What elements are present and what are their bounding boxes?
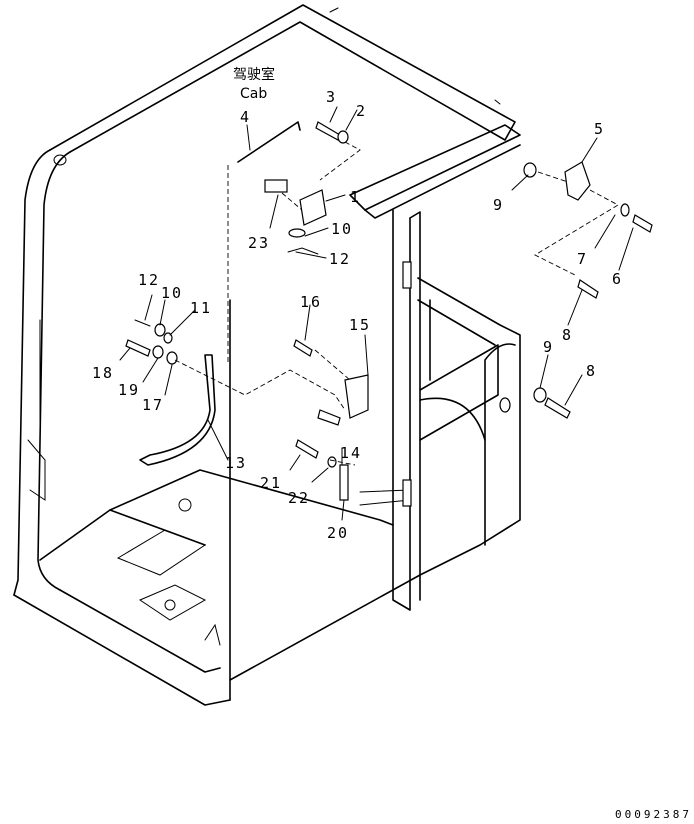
callout-12a: 12 [329,250,351,268]
callout-9b: 9 [543,338,554,356]
callout-15: 15 [349,316,371,334]
plate-part [299,189,327,226]
bracket-15-part [344,374,369,419]
callout-17: 17 [142,396,164,414]
callout-12b: 12 [138,271,160,289]
callout-13: 13 [225,454,247,472]
handle-part [139,354,216,466]
callout-7: 7 [577,250,588,268]
callout-23: 23 [248,234,270,252]
cable-part [237,121,301,163]
parts [125,121,653,501]
cab-frame [13,4,521,706]
callout-11: 11 [190,299,212,317]
callout-10a: 10 [331,220,353,238]
pad-part [264,179,288,193]
callout-8b: 8 [586,362,597,380]
callout-20: 20 [327,524,349,542]
callout-22: 22 [288,489,310,507]
callout-21: 21 [260,474,282,492]
callout-1: 1 [350,188,361,206]
callout-8a: 8 [562,326,573,344]
leader-lines [119,106,634,521]
callout-5: 5 [594,120,605,138]
title-zh: 驾驶室 [233,66,275,83]
callout-16: 16 [300,293,322,311]
callout-14: 14 [340,444,362,462]
callout-2: 2 [356,102,367,120]
drawing-number: 00092387 [615,808,692,821]
callout-10b: 10 [161,284,183,302]
callout-9a: 9 [493,196,504,214]
callout-19: 19 [118,381,140,399]
callout-18: 18 [92,364,114,382]
callout-3: 3 [326,88,337,106]
title-en: Cab [240,86,267,102]
callout-4: 4 [240,108,251,126]
callout-6: 6 [612,270,623,288]
callout-labels: 1 2 3 4 5 6 7 8 8 9 9 10 10 11 12 12 13 … [92,88,623,542]
bracket-part [564,161,591,201]
